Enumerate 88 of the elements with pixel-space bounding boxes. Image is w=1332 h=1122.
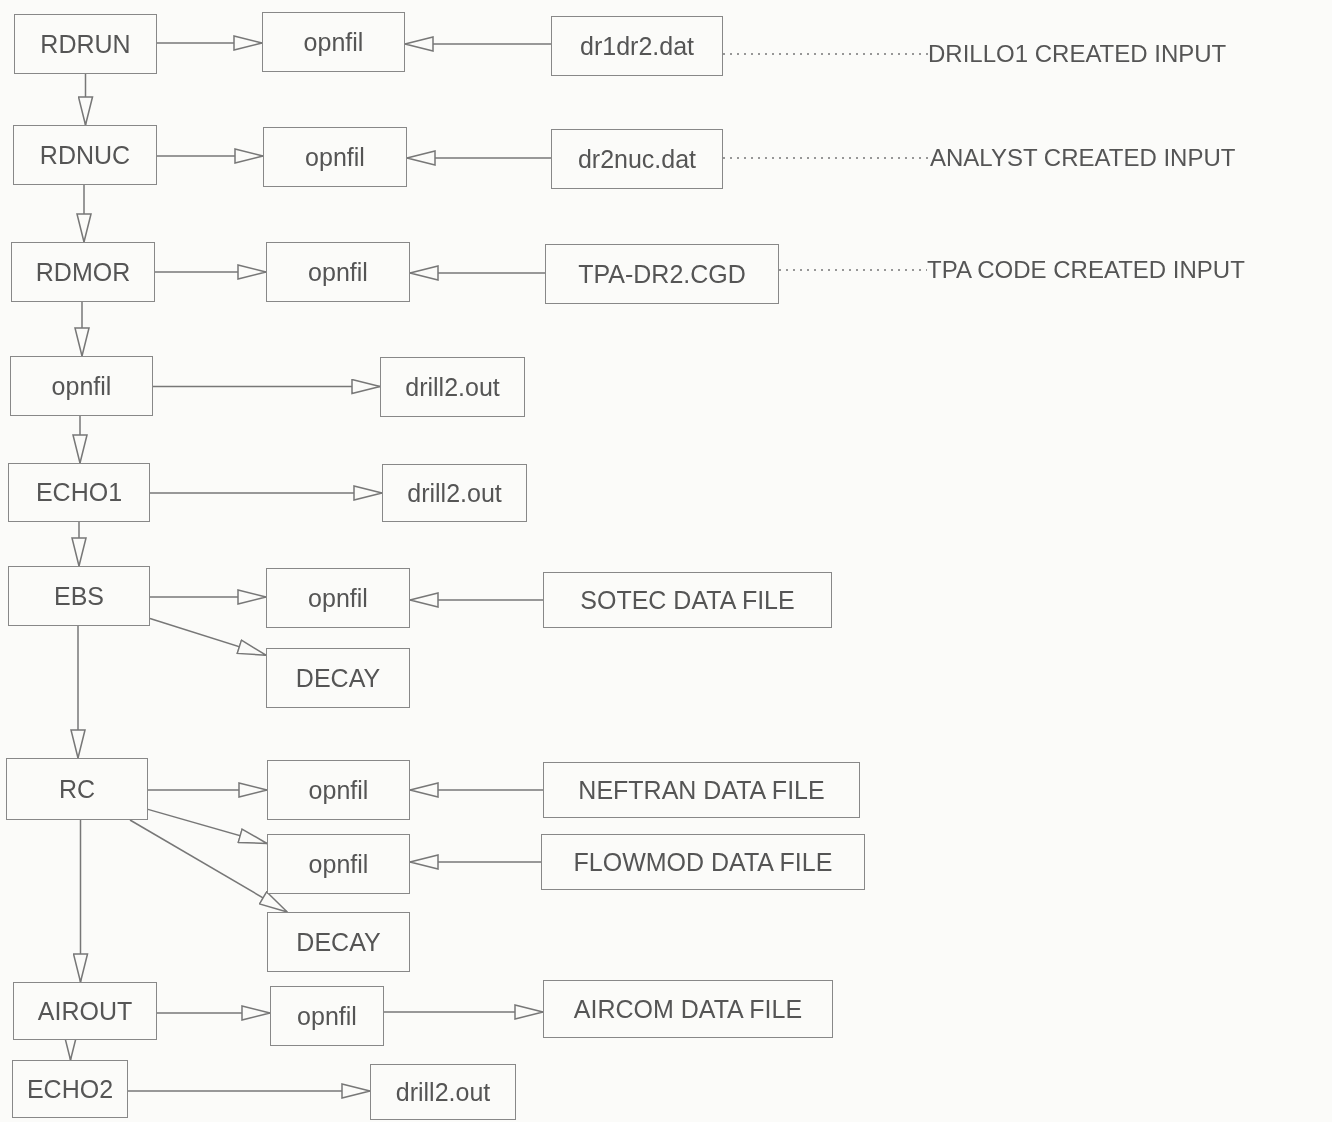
box-label: opnfil — [305, 142, 365, 172]
box-label: EBS — [54, 581, 104, 611]
box-label: opnfil — [308, 849, 369, 879]
note-text: DRILLO1 CREATED INPUT — [928, 32, 1318, 76]
process-box — [551, 129, 723, 189]
arrow — [154, 264, 267, 280]
box-label: AIRCOM DATA FILE — [573, 994, 803, 1024]
arrow — [71, 521, 87, 567]
process-box — [262, 12, 405, 72]
process-box — [12, 1060, 128, 1118]
arrow — [409, 265, 546, 281]
process-box — [267, 834, 410, 894]
dotted-line — [722, 157, 931, 159]
box-label: RDRUN — [40, 29, 131, 59]
box-label: opnfil — [51, 371, 112, 401]
arrow — [409, 782, 544, 798]
box-label: RC — [58, 774, 96, 804]
process-box — [370, 1064, 516, 1120]
process-box — [543, 980, 833, 1038]
process-box — [8, 566, 150, 626]
process-box — [543, 762, 860, 818]
process-box — [6, 758, 148, 820]
box-label: ECHO1 — [35, 478, 123, 507]
box-label: drill2.out — [395, 1077, 491, 1107]
box-label: opnfil — [297, 1001, 357, 1031]
arrow — [409, 854, 542, 870]
arrow — [129, 819, 288, 913]
process-box — [13, 125, 157, 185]
box-label: opnfil — [303, 27, 364, 57]
arrow — [147, 782, 268, 798]
dotted-line — [778, 269, 928, 271]
arrow — [72, 819, 89, 983]
box-label: FLOWMOD DATA FILE — [573, 847, 833, 877]
box-label: RDNUC — [39, 140, 131, 170]
process-box — [13, 982, 157, 1040]
process-box — [267, 760, 410, 820]
process-box — [10, 356, 153, 416]
arrow — [409, 592, 544, 608]
arrow — [383, 1004, 544, 1020]
note-text: ANALYST CREATED INPUT — [930, 136, 1320, 180]
process-box — [263, 127, 407, 187]
box-label: opnfil — [308, 775, 369, 805]
box-label: DECAY — [296, 927, 381, 957]
arrow — [404, 36, 552, 52]
process-box — [382, 464, 527, 522]
box-label: opnfil — [308, 583, 368, 613]
process-box — [541, 834, 865, 890]
arrow — [77, 73, 94, 126]
process-box — [266, 568, 410, 628]
process-box — [545, 244, 779, 304]
box-label: dr1dr2.dat — [580, 31, 694, 61]
box-label: drill2.out — [407, 478, 502, 508]
arrow — [149, 485, 383, 501]
process-box — [266, 648, 410, 708]
arrow — [127, 1083, 371, 1099]
box-label: drill2.out — [405, 372, 500, 402]
arrow — [147, 808, 268, 845]
box-label: SOTEC DATA FILE — [580, 585, 795, 615]
arrow — [149, 617, 267, 656]
arrow — [156, 148, 264, 164]
arrow — [70, 625, 86, 759]
process-box — [380, 357, 525, 417]
box-label: dr2nuc.dat — [577, 144, 697, 174]
arrow — [156, 1005, 271, 1021]
arrow — [149, 589, 267, 605]
process-box — [543, 572, 832, 628]
box-label: DECAY — [295, 663, 381, 693]
process-box — [8, 463, 150, 522]
box-label: opnfil — [308, 257, 368, 287]
arrow — [76, 184, 92, 243]
arrow — [406, 150, 552, 166]
arrow — [72, 415, 88, 464]
note-text: TPA CODE CREATED INPUT — [927, 248, 1322, 292]
process-box — [270, 986, 384, 1046]
box-label: RDMOR — [35, 257, 131, 287]
box-label: TPA-DR2.CGD — [578, 259, 746, 289]
process-box — [551, 16, 723, 76]
arrow — [152, 378, 381, 395]
process-box — [266, 242, 410, 302]
process-box — [11, 242, 155, 302]
process-box — [267, 912, 410, 972]
box-label: AIROUT — [37, 996, 133, 1026]
arrow — [156, 35, 263, 51]
box-label: ECHO2 — [26, 1074, 114, 1104]
process-box — [14, 14, 157, 74]
arrow — [74, 301, 90, 357]
box-label: NEFTRAN DATA FILE — [578, 775, 825, 805]
dotted-line — [722, 53, 929, 55]
